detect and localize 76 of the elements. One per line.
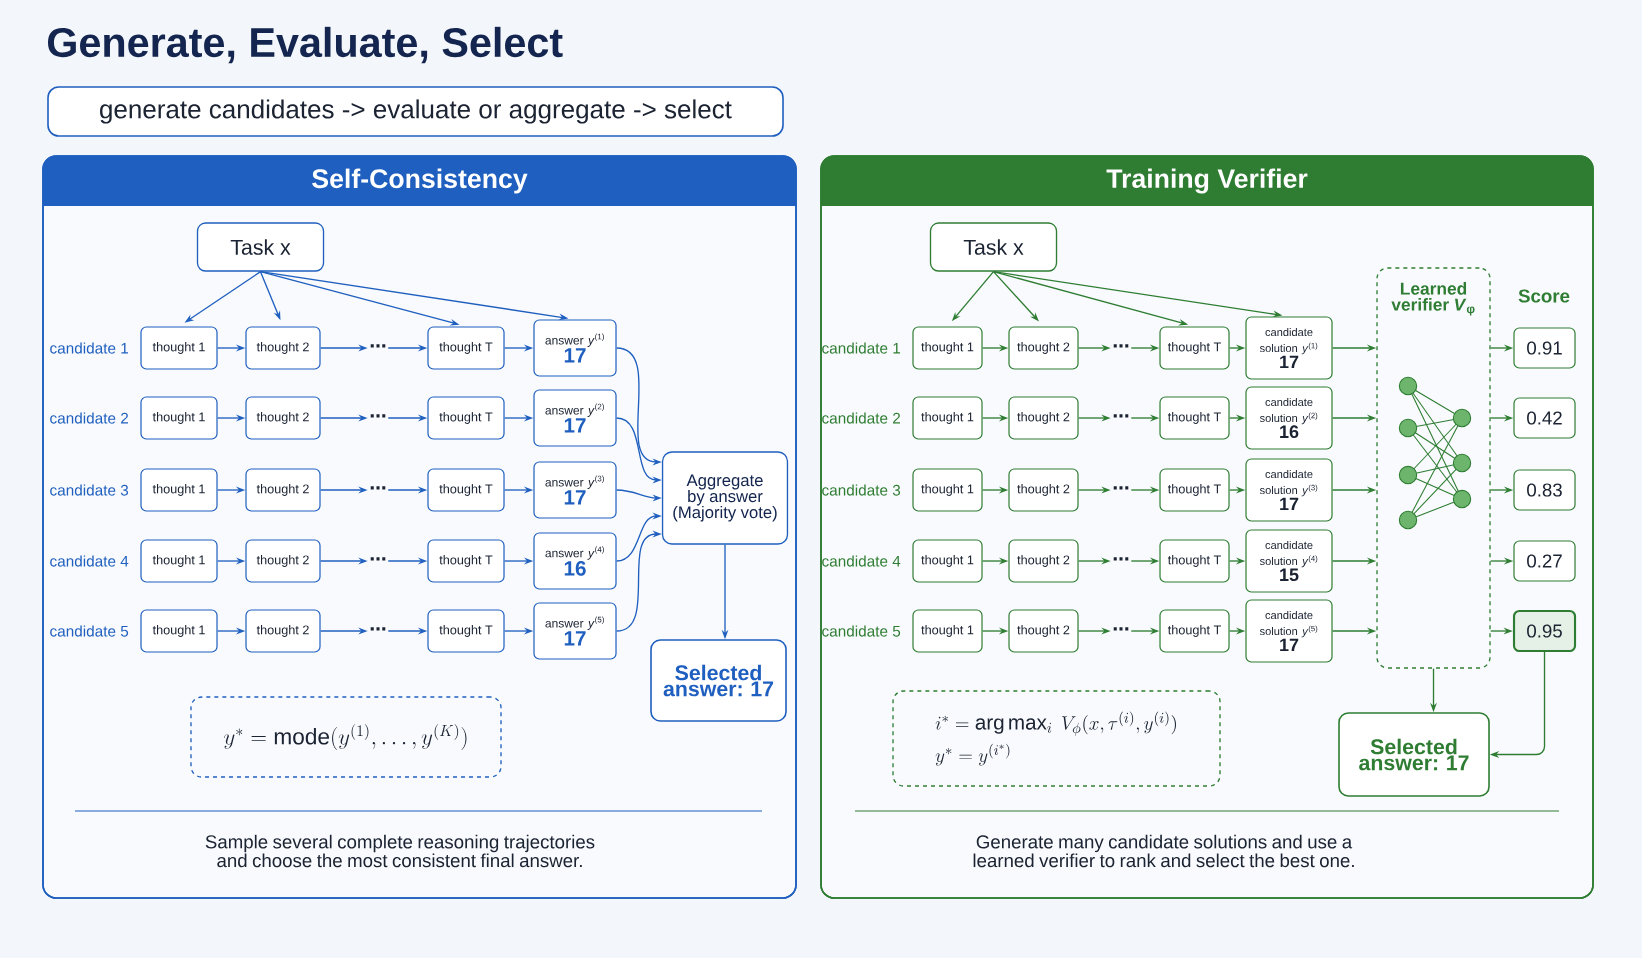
thought-box: thought 2 xyxy=(245,396,321,440)
solution-box: candidate solution y$^{(5)}$ 17 xyxy=(1245,599,1333,663)
selected-answer-box: Selected answer: 17 xyxy=(650,639,787,722)
candidate-label: candidate 5 xyxy=(822,625,901,637)
score-box: 0.91 xyxy=(1513,327,1576,369)
thought-box: thought T xyxy=(1159,396,1230,440)
thought-box: thought 2 xyxy=(1008,539,1079,583)
selected-answer-box: Selected answer: 17 xyxy=(1338,712,1490,797)
thought-box: thought T xyxy=(427,396,505,440)
thought-box: thought T xyxy=(427,468,505,512)
thought-box: thought 1 xyxy=(140,396,218,440)
column-header: Score xyxy=(1518,289,1570,303)
ellipsis: ⋯ xyxy=(370,557,386,561)
title: Generate, Evaluate, Select xyxy=(47,26,563,64)
thought-box: thought 2 xyxy=(245,539,321,583)
candidate-label: candidate 4 xyxy=(50,555,129,567)
ellipsis: ⋯ xyxy=(1113,344,1129,348)
solution-box: candidate solution y$^{(2)}$ 16 xyxy=(1245,386,1333,450)
thought-box: thought 1 xyxy=(912,539,983,583)
score-box: 0.95 xyxy=(1512,609,1577,653)
formula-box: $i^{*} = \arg\max_{i}\; V_{\phi}(x, \tau^{(i)}, y^{(i)})$ $y^{*} = y^{(i^{*})}$ xyxy=(892,690,1221,787)
ellipsis: ⋯ xyxy=(1113,557,1129,561)
thought-box: thought 2 xyxy=(245,609,321,653)
thought-box: thought 2 xyxy=(1008,468,1079,512)
solution-box: candidate solution y$^{(1)}$ 17 xyxy=(1245,316,1333,380)
ellipsis: ⋯ xyxy=(370,486,386,490)
pipeline-box: generate candidates -> evaluate or aggregate -> select xyxy=(47,86,784,137)
candidate-label: candidate 3 xyxy=(50,484,129,496)
thought-box: thought 1 xyxy=(912,468,983,512)
thought-box: thought 2 xyxy=(1008,396,1079,440)
thought-box: thought 1 xyxy=(140,468,218,512)
candidate-label: candidate 4 xyxy=(822,555,901,567)
ellipsis: ⋯ xyxy=(1113,414,1129,418)
answer-box: answer y$^{(3)}$ 17 xyxy=(533,461,617,519)
thought-box: thought 1 xyxy=(912,326,983,370)
answer-box: answer y$^{(5)}$ 17 xyxy=(533,602,617,660)
task-box: Task x xyxy=(929,222,1058,272)
candidate-label: candidate 5 xyxy=(50,625,129,637)
candidate-label: candidate 1 xyxy=(822,342,901,354)
score-box: 0.42 xyxy=(1513,397,1576,439)
solution-box: candidate solution y$^{(3)}$ 17 xyxy=(1245,458,1333,522)
thought-box: thought 1 xyxy=(912,396,983,440)
thought-box: thought 2 xyxy=(1008,609,1079,653)
thought-box: thought T xyxy=(427,539,505,583)
thought-box: thought 1 xyxy=(140,539,218,583)
thought-box: thought T xyxy=(1159,539,1230,583)
candidate-label: candidate 2 xyxy=(50,412,128,424)
candidate-label: candidate 2 xyxy=(822,412,900,424)
thought-box: thought 1 xyxy=(140,609,218,653)
answer-box: answer y$^{(4)}$ 16 xyxy=(533,532,617,590)
ellipsis: ⋯ xyxy=(370,627,386,631)
score-box: 0.83 xyxy=(1513,469,1576,511)
answer-box: answer y$^{(1)}$ 17 xyxy=(533,319,617,377)
thought-box: thought 1 xyxy=(912,609,983,653)
formula-box: $y^{*} = \mathrm{mode}(y^{(1)}, \ldots, y^{(K)})$ xyxy=(190,696,502,778)
thought-box: thought T xyxy=(1159,609,1230,653)
thought-box: thought T xyxy=(1159,468,1230,512)
ellipsis: ⋯ xyxy=(1113,486,1129,490)
thought-box: thought 2 xyxy=(245,468,321,512)
thought-box: thought 2 xyxy=(1008,326,1079,370)
candidate-label: candidate 1 xyxy=(50,342,129,354)
thought-box: thought 1 xyxy=(140,326,218,370)
thought-box: thought 2 xyxy=(245,326,321,370)
answer-box: answer y$^{(2)}$ 17 xyxy=(533,389,617,447)
task-box: Task x xyxy=(196,222,325,272)
ellipsis: ⋯ xyxy=(370,414,386,418)
aggregate-box: Aggregate by answer (Majority vote) xyxy=(661,451,789,545)
score-box: 0.27 xyxy=(1513,540,1576,582)
candidate-label: candidate 3 xyxy=(822,484,901,496)
thought-box: thought T xyxy=(427,609,505,653)
ellipsis: ⋯ xyxy=(370,344,386,348)
verifier-label: Learned verifier V$_{φ}$ xyxy=(1391,282,1475,316)
thought-box: thought T xyxy=(427,326,505,370)
ellipsis: ⋯ xyxy=(1113,627,1129,631)
thought-box: thought T xyxy=(1159,326,1230,370)
solution-box: candidate solution y$^{(4)}$ 15 xyxy=(1245,529,1333,593)
